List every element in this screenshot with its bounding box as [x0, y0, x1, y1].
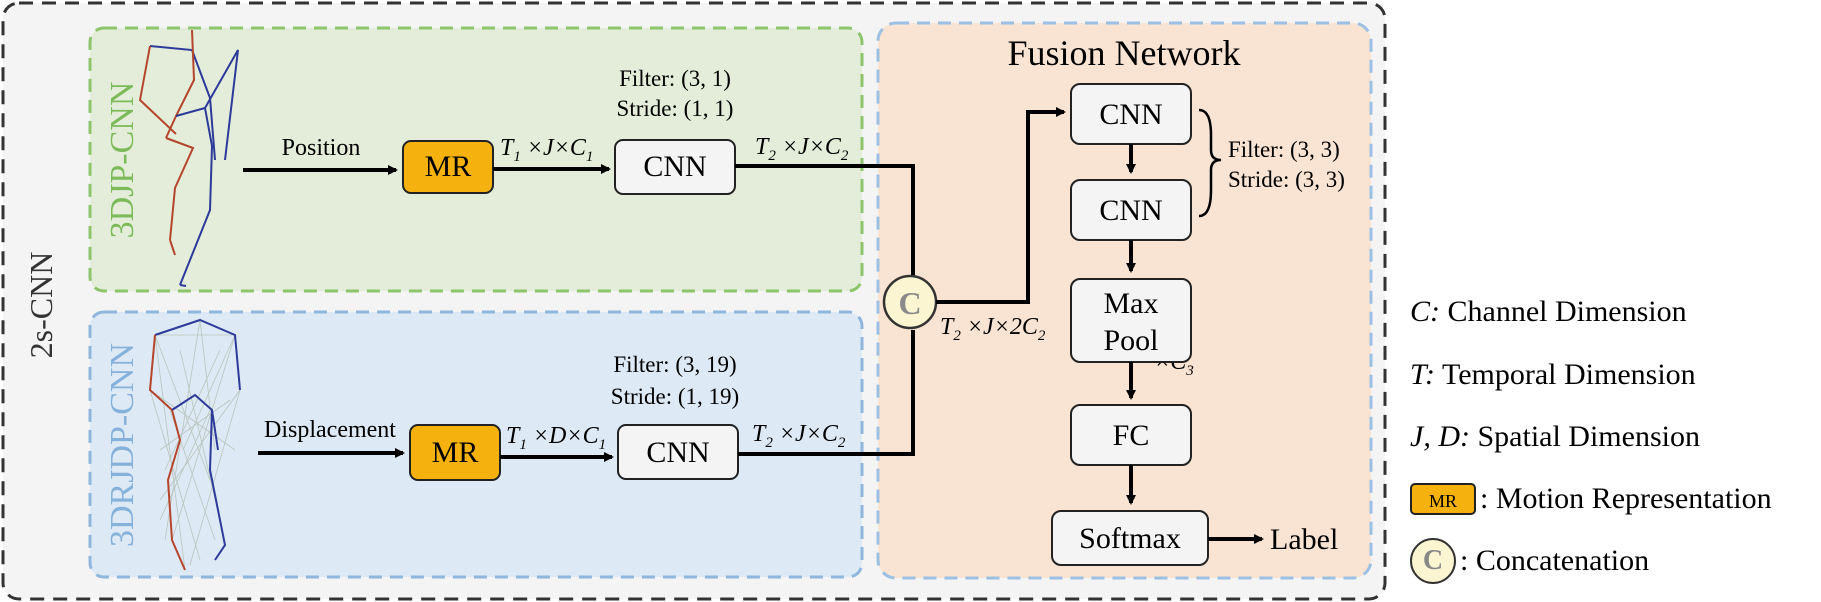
- legend-mr-text: : Motion Representation: [1480, 482, 1772, 515]
- dim-c-sub: 3: [1185, 363, 1194, 379]
- outer-label: 2s-CNN: [23, 252, 59, 359]
- legend-mr-chip: MR: [1410, 483, 1476, 515]
- stream1-mr-label: MR: [425, 150, 472, 183]
- fusion-maxpool-label-line2: Pool: [1103, 324, 1158, 357]
- stream2-mr-output-dims: T1 ×D×C1: [506, 423, 606, 453]
- legend-channel-text: Channel Dimension: [1440, 295, 1687, 328]
- skeleton-position-figure: [138, 29, 239, 287]
- dim-mid: ×J×C: [773, 421, 839, 447]
- stream2-label: 3DRJDP-CNN: [104, 343, 141, 547]
- legend-channel-row: C: Channel Dimension: [1410, 292, 1687, 332]
- stream2-cnn-output-dims: T2 ×J×C2: [752, 421, 846, 451]
- fusion-fc-label: FC: [1113, 419, 1150, 452]
- dim-t: T: [755, 134, 770, 160]
- fusion-softmax-label: Softmax: [1079, 522, 1181, 555]
- legend-temporal-row: T: Temporal Dimension: [1410, 355, 1696, 395]
- legend-concat-text: : Concatenation: [1460, 544, 1650, 577]
- legend-mr-row: MR : Motion Representation: [1410, 479, 1772, 519]
- fusion-brace: [1198, 108, 1222, 218]
- dim-c-sub: 2: [1038, 328, 1046, 344]
- legend-spatial-key: J, D:: [1410, 420, 1470, 453]
- fusion-cnn1-label: CNN: [1099, 98, 1162, 131]
- dim-c-sub: 1: [599, 437, 607, 453]
- stream1-filter-text: Filter: (3, 1): [619, 66, 731, 91]
- dim-t: T: [500, 135, 515, 161]
- stream1-mr-output-dims: T1 ×J×C1: [500, 135, 593, 165]
- fusion-filter-text: Filter: (3, 3): [1228, 137, 1340, 162]
- concat-output-dims: T2 ×J×2C2: [940, 314, 1046, 344]
- dim-c-sub: 2: [841, 148, 849, 164]
- stream2-cnn-label: CNN: [646, 436, 709, 469]
- dim-t-sub: 2: [953, 328, 961, 344]
- dim-mid: ×J×C: [776, 134, 842, 160]
- dim-t-sub: 1: [519, 437, 527, 453]
- fusion-title: Fusion Network: [1008, 33, 1241, 73]
- dim-t-sub: 2: [768, 148, 776, 164]
- dim-t: T: [752, 421, 767, 447]
- stream1-label: 3DJP-CNN: [104, 82, 141, 239]
- displacement-label: Displacement: [264, 417, 396, 443]
- concat-to-fusion-arrow: [936, 107, 1066, 304]
- fusion-stride-text: Stride: (3, 3): [1228, 167, 1345, 192]
- dim-c-sub: 1: [586, 149, 594, 165]
- position-label: Position: [282, 135, 361, 161]
- legend-concat-chip: C: [1410, 538, 1456, 584]
- stream2-stride-text: Stride: (1, 19): [611, 384, 739, 409]
- legend-temporal-key: T:: [1410, 358, 1436, 391]
- legend: C: Channel Dimension T: Temporal Dimensi…: [1410, 0, 1821, 602]
- stream2-mr-label: MR: [432, 436, 479, 469]
- stream2-filter-text: Filter: (3, 19): [613, 352, 736, 377]
- legend-temporal-text: Temporal Dimension: [1435, 358, 1696, 391]
- dim-mid: ×J×C: [521, 135, 587, 161]
- dim-t-sub: 2: [765, 435, 773, 451]
- dim-t: T: [506, 423, 521, 449]
- stream2-mr-box: [409, 424, 501, 481]
- output-label: Label: [1270, 523, 1338, 556]
- stream1-cnn-label: CNN: [643, 150, 706, 183]
- dim-mid: ×J×2C: [961, 314, 1039, 340]
- dim-t-sub: 1: [513, 149, 521, 165]
- concat-symbol: C: [898, 285, 921, 321]
- legend-spatial-text: Spatial Dimension: [1469, 420, 1700, 453]
- fusion-cnn2-label: CNN: [1099, 194, 1162, 227]
- dim-c-sub: 2: [838, 435, 846, 451]
- legend-channel-key: C:: [1410, 295, 1440, 328]
- dim-mid: ×D×C: [527, 423, 600, 449]
- stream1-stride-text: Stride: (1, 1): [617, 96, 734, 121]
- stream1-to-concat-line: [735, 164, 915, 305]
- dim-t: T: [940, 314, 955, 340]
- stream2-to-concat-line: [738, 330, 915, 456]
- skeleton-displacement-figure: [148, 318, 241, 571]
- stream1-cnn-output-dims: T2 ×J×C2: [755, 134, 849, 164]
- legend-spatial-row: J, D: Spatial Dimension: [1410, 417, 1700, 457]
- legend-concat-row: C : Concatenation: [1410, 538, 1650, 584]
- fusion-maxpool-label-line1: Max: [1104, 287, 1159, 320]
